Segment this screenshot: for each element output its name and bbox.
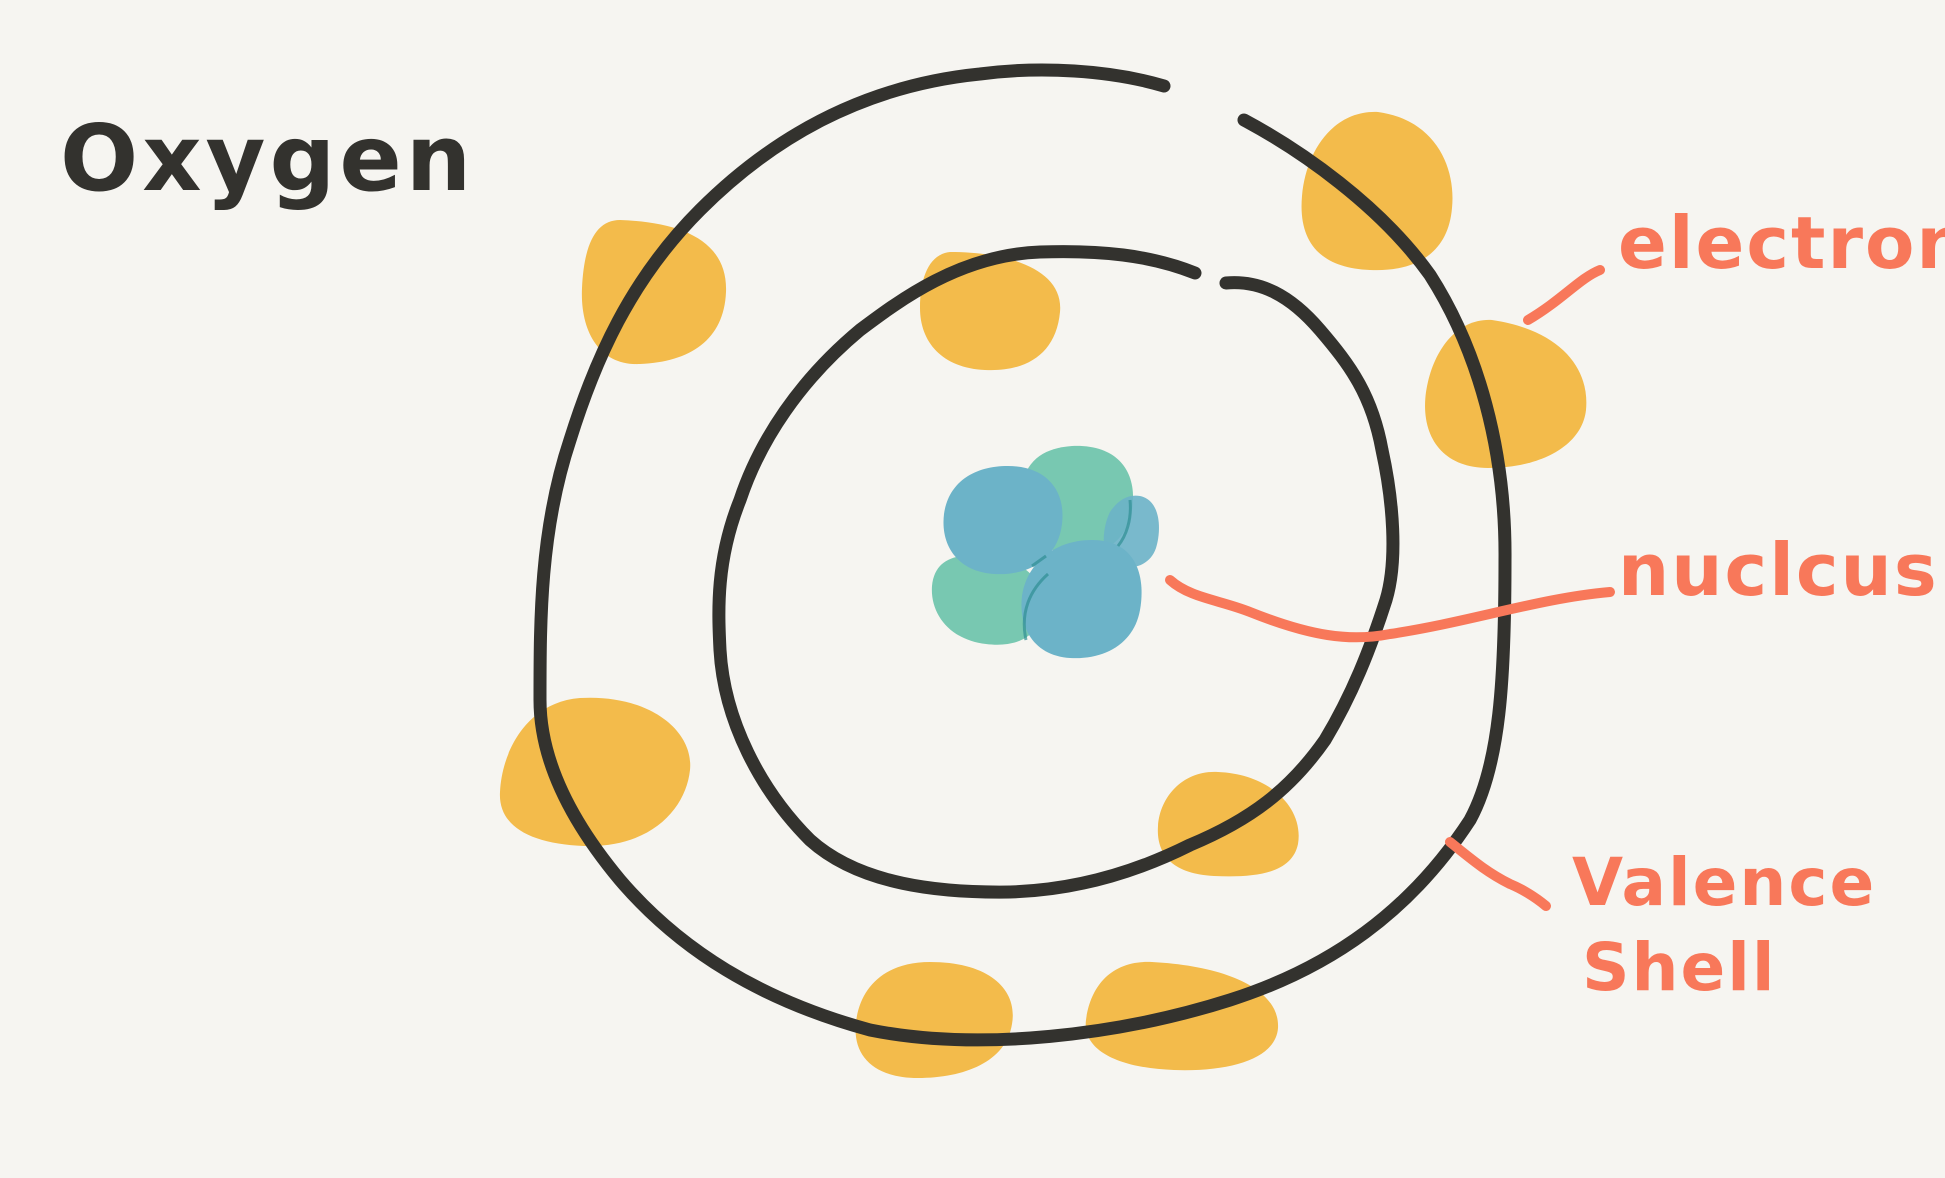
electron-outer-bottom-left	[855, 962, 1013, 1078]
electron-outer-top-right	[1301, 111, 1453, 271]
neutron-bottom-left	[931, 555, 1043, 645]
orbits	[533, 63, 1512, 1047]
annotation-lines	[1165, 265, 1615, 911]
diagram-title: Oxygen	[60, 105, 475, 212]
electron-outer-right	[1425, 319, 1587, 468]
electron-label: electron	[1618, 201, 1945, 285]
electron-inner-top	[920, 252, 1061, 371]
nucleus-label: nuclcus	[1618, 528, 1939, 612]
valence-label-line1: Valence	[1572, 844, 1876, 921]
electron-outer-left	[499, 697, 691, 847]
outer-orbit	[533, 63, 1512, 1047]
annotation-labels: electron nuclcus Valence Shell	[1572, 201, 1945, 1006]
electron-leader	[1523, 265, 1605, 325]
nucleus-leader	[1165, 575, 1615, 643]
valence-shell-leader	[1445, 837, 1551, 911]
nucleus	[931, 445, 1159, 659]
proton-left	[943, 466, 1063, 575]
valence-label-line2: Shell	[1582, 929, 1777, 1006]
nucleus-seams	[1022, 499, 1132, 641]
inner-orbit	[712, 245, 1400, 899]
proton-bottom-right	[1021, 540, 1142, 659]
